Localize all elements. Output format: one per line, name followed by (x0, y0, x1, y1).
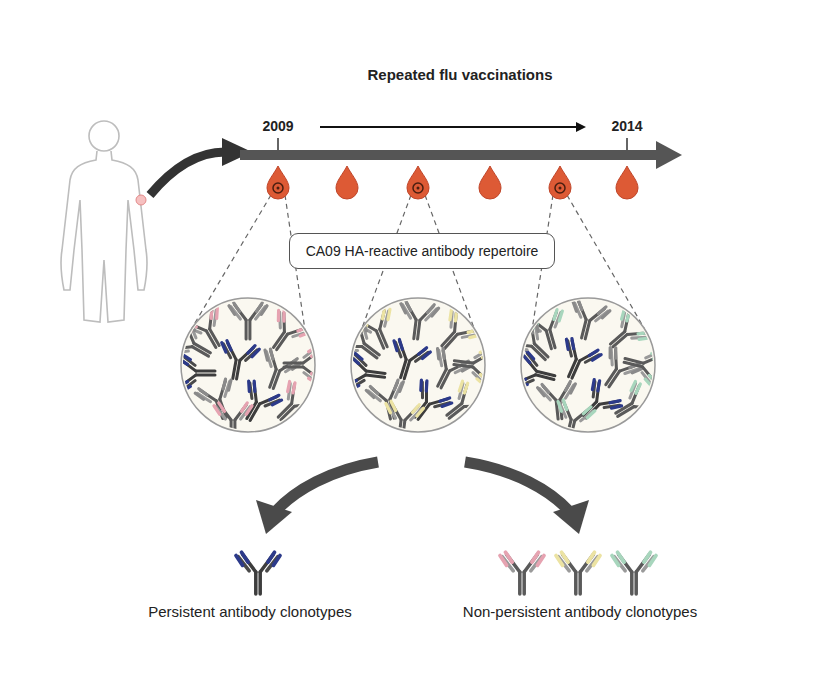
antibody (612, 552, 656, 594)
antibody (216, 340, 260, 382)
antibody (397, 301, 439, 341)
time-arrow (320, 126, 584, 128)
antibody (214, 403, 252, 439)
blood-drop (267, 166, 289, 199)
blood-drop (616, 166, 638, 199)
antibody (366, 379, 411, 423)
antibody (254, 347, 302, 394)
antibody (284, 346, 320, 384)
antibody (550, 399, 596, 443)
antibody (338, 320, 390, 372)
antibody (429, 308, 481, 360)
antibody (599, 307, 651, 359)
arrow-head (256, 500, 292, 534)
antibody (401, 378, 453, 430)
antibody (592, 345, 644, 396)
blood-drop (407, 166, 429, 199)
antibody (169, 320, 219, 371)
timeline-bar (240, 150, 660, 160)
antibody (565, 299, 611, 343)
group-label: Persistent antibody clonotypes (146, 603, 353, 620)
antibody (508, 319, 560, 371)
antibody (422, 346, 472, 395)
box-text: CA09 HA-reactive antibody repertoire (306, 243, 539, 259)
antibody (571, 378, 623, 430)
antibody (500, 552, 544, 594)
antibody (620, 342, 664, 388)
repertoire-circle (351, 298, 485, 432)
repertoire-box: CA09 HA-reactive antibody repertoire (289, 233, 556, 269)
tick (626, 138, 628, 150)
blood-drop (336, 166, 358, 199)
repertoire-circle (181, 298, 315, 432)
antibody (347, 352, 387, 394)
antibody (232, 379, 283, 429)
group-label: Non-persistent antibody clonotypes (461, 603, 699, 620)
antibody (553, 337, 602, 385)
title: Repeated flu vaccinations (367, 66, 552, 83)
year-label: 2009 (260, 118, 295, 134)
antibody (537, 381, 579, 421)
antibody (607, 380, 658, 431)
curved-arrow (150, 152, 225, 195)
antibody (236, 552, 280, 594)
human-figure (61, 121, 147, 322)
antibody (229, 303, 267, 339)
injection-site (136, 195, 146, 205)
antibody (384, 338, 431, 384)
antibody (436, 379, 488, 431)
tick (277, 138, 279, 150)
blood-drop (479, 166, 501, 199)
split-arrow (275, 462, 378, 512)
arrow-head (553, 500, 589, 534)
antibody (556, 552, 600, 594)
blood-drop (549, 166, 571, 199)
split-arrow (465, 462, 570, 512)
antibody (179, 354, 215, 392)
antibody (382, 401, 424, 441)
repertoire-circle (521, 298, 655, 432)
antibody (515, 350, 559, 396)
antibody (266, 379, 318, 431)
year-label: 2014 (609, 118, 644, 134)
antibody (452, 344, 492, 386)
timeline-head (656, 141, 682, 169)
